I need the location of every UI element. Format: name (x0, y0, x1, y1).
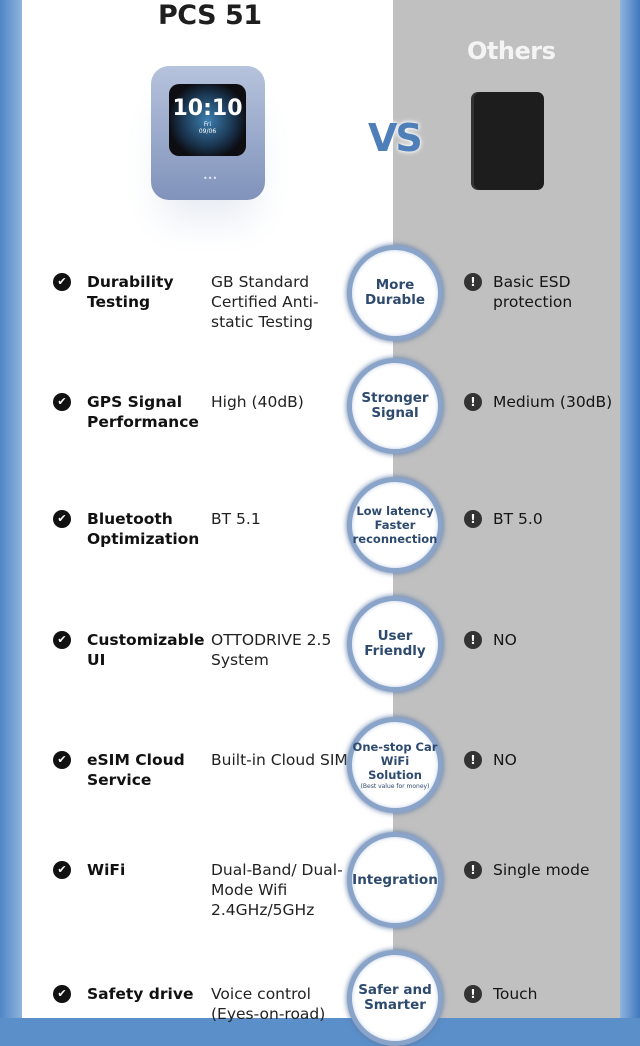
advantage-badge: User Friendly (347, 596, 443, 692)
pcs51-value: Built-in Cloud SIM (211, 751, 348, 769)
advantage-text: User Friendly (364, 628, 426, 659)
feature-name: Customizable UI (87, 631, 205, 669)
device-screen: 10:10 Fri 09/06 (169, 84, 246, 156)
advantage-text: Stronger Signal (361, 390, 429, 421)
others-value: BT 5.0 (493, 510, 543, 528)
advantage-text: One-stop Car WiFi Solution (352, 739, 438, 782)
check-circle-icon: ✔ (53, 510, 71, 528)
feature-name: WiFi (87, 861, 126, 879)
exclamation-circle-icon: ! (464, 631, 482, 649)
advantage-note: (Best value for money) (360, 782, 430, 790)
exclamation-circle-icon: ! (464, 861, 482, 879)
others-title: Others (467, 37, 556, 65)
others-value: Medium (30dB) (493, 393, 613, 411)
exclamation-circle-icon: ! (464, 985, 482, 1003)
check-circle-icon: ✔ (53, 631, 71, 649)
advantage-text: More Durable (364, 277, 426, 308)
device-dots: ••• (203, 174, 218, 183)
advantage-text: Low latency Faster reconnection (352, 504, 438, 546)
advantage-text: Integration (352, 871, 438, 888)
others-value: NO (493, 631, 517, 649)
pcs51-value: BT 5.1 (211, 510, 261, 528)
others-value: Touch (493, 985, 538, 1003)
check-circle-icon: ✔ (53, 751, 71, 769)
check-circle-icon: ✔ (53, 393, 71, 411)
device-time: 10:10 (172, 96, 243, 121)
feature-name: eSIM Cloud Service (87, 751, 185, 789)
advantage-text: Safer and Smarter (358, 982, 432, 1013)
pcs51-device-image: 10:10 Fri 09/06 ••• (151, 66, 265, 200)
vs-label: VS (368, 116, 423, 160)
feature-name: Safety drive (87, 985, 194, 1003)
check-circle-icon: ✔ (53, 273, 71, 291)
pcs51-value: Dual-Band/ Dual-Mode Wifi 2.4GHz/5GHz (211, 861, 343, 919)
device-date: 09/06 (198, 128, 217, 135)
pcs51-value: Voice control (Eyes-on-road) (211, 985, 326, 1023)
feature-name: Bluetooth Optimization (87, 510, 200, 548)
others-value: NO (493, 751, 517, 769)
advantage-badge: Stronger Signal (347, 358, 443, 454)
check-circle-icon: ✔ (53, 861, 71, 879)
check-circle-icon: ✔ (53, 985, 71, 1003)
advantage-badge: Low latency Faster reconnection (347, 477, 443, 573)
others-value: Single mode (493, 861, 590, 879)
right-border (620, 0, 640, 1018)
left-border (0, 0, 22, 1018)
feature-name: Durability Testing (87, 273, 174, 311)
pcs51-title: PCS 51 (158, 0, 262, 31)
pcs51-value: OTTODRIVE 2.5 System (211, 631, 332, 669)
exclamation-circle-icon: ! (464, 751, 482, 769)
exclamation-circle-icon: ! (464, 393, 482, 411)
exclamation-circle-icon: ! (464, 510, 482, 528)
pcs51-value: High (40dB) (211, 393, 304, 411)
advantage-badge: Safer and Smarter (347, 950, 443, 1046)
pcs51-value: GB Standard Certified Anti-static Testin… (211, 273, 319, 331)
device-day: Fri (203, 121, 212, 128)
feature-name: GPS Signal Performance (87, 393, 199, 431)
advantage-badge: Integration (347, 832, 443, 928)
advantage-badge: One-stop Car WiFi Solution (Best value f… (347, 717, 443, 813)
other-device-image (474, 92, 544, 190)
others-value: Basic ESD protection (493, 273, 573, 311)
advantage-badge: More Durable (347, 245, 443, 341)
exclamation-circle-icon: ! (464, 273, 482, 291)
